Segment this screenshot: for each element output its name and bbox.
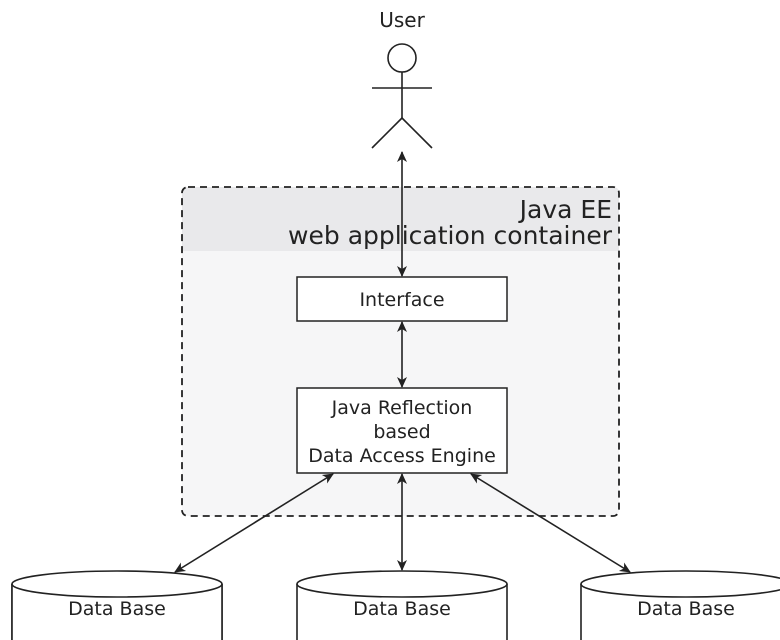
- container-title-line-2: web application container: [288, 221, 613, 250]
- data-access-engine-component: Java Reflection based Data Access Engine: [296, 387, 508, 474]
- database-right: Data Base: [580, 570, 780, 640]
- database-left-label: Data Base: [68, 598, 166, 620]
- database-center-sides: [296, 584, 508, 640]
- engine-label-line-3: Data Access Engine: [308, 445, 496, 467]
- user-right-leg: [401, 117, 433, 149]
- user-label: User: [379, 8, 425, 32]
- connectors: [174, 151, 631, 573]
- database-right-fill: [581, 584, 780, 640]
- user-head: [387, 43, 417, 73]
- engine-label-line-2: based: [373, 421, 430, 443]
- database-center: Data Base: [296, 570, 508, 640]
- arrow-engine-db-right: [470, 473, 631, 573]
- database-right-top: [580, 570, 780, 598]
- database-center-fill: [297, 584, 507, 640]
- database-left-top: [11, 570, 223, 598]
- engine-box: [296, 387, 508, 474]
- database-right-label: Data Base: [637, 598, 735, 620]
- user-actor: User: [371, 8, 433, 149]
- database-right-sides: [580, 584, 582, 640]
- interface-box: [296, 276, 508, 322]
- database-center-top: [296, 570, 508, 598]
- database-left-sides: [11, 584, 223, 640]
- container-title-line-1: Java EE: [518, 195, 612, 224]
- engine-label-line-1: Java Reflection: [331, 397, 473, 419]
- database-center-label: Data Base: [353, 598, 451, 620]
- interface-component: Interface: [296, 276, 508, 322]
- interface-label: Interface: [359, 289, 444, 311]
- user-left-leg: [371, 117, 403, 149]
- arrow-engine-db-left: [174, 473, 334, 573]
- database-left-fill: [12, 584, 222, 640]
- database-left: Data Base: [11, 570, 223, 640]
